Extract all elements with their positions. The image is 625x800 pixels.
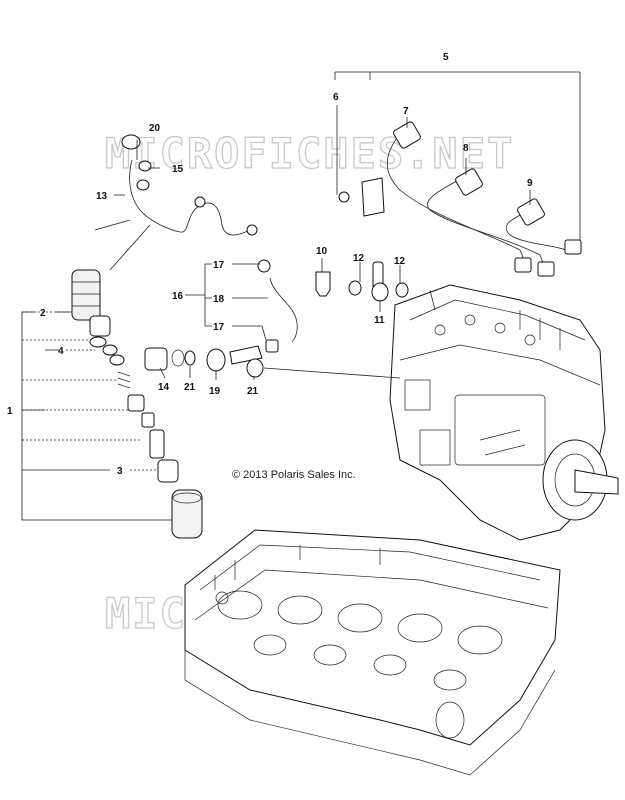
injection-pump bbox=[389, 284, 619, 541]
copyright-text: © 2013 Polaris Sales Inc. bbox=[232, 469, 356, 481]
callout-12b: 12 bbox=[394, 256, 406, 267]
callout-3: 3 bbox=[117, 466, 123, 477]
callout-labels: 5 6 7 8 9 20 15 13 10 12 12 11 17 16 18 … bbox=[7, 52, 533, 477]
callout-18: 18 bbox=[213, 294, 225, 305]
callout-14: 14 bbox=[158, 382, 170, 393]
callout-7: 7 bbox=[403, 106, 409, 117]
fittings bbox=[144, 259, 409, 378]
callout-11: 11 bbox=[374, 315, 385, 326]
callout-19: 19 bbox=[209, 386, 221, 397]
leader-lines bbox=[21, 71, 581, 521]
callout-8: 8 bbox=[463, 143, 469, 154]
callout-1: 1 bbox=[7, 406, 13, 417]
callout-17b: 17 bbox=[213, 322, 225, 333]
injector-stack bbox=[71, 269, 203, 539]
callout-10: 10 bbox=[316, 246, 328, 257]
callout-21b: 21 bbox=[247, 386, 259, 397]
callout-5: 5 bbox=[443, 52, 449, 63]
return-line bbox=[121, 134, 258, 236]
callout-6: 6 bbox=[333, 92, 339, 103]
callout-2: 2 bbox=[40, 308, 46, 319]
callout-13: 13 bbox=[96, 191, 108, 202]
callout-20: 20 bbox=[149, 123, 161, 134]
callout-17a: 17 bbox=[213, 260, 225, 271]
callout-16: 16 bbox=[172, 291, 184, 302]
callout-15: 15 bbox=[172, 164, 184, 175]
watermark-top: MICROFICHES.NET bbox=[105, 129, 514, 178]
callout-9: 9 bbox=[527, 178, 533, 189]
callout-21a: 21 bbox=[184, 382, 196, 393]
callout-12a: 12 bbox=[353, 253, 365, 264]
callout-4: 4 bbox=[58, 346, 64, 357]
injection-pipes bbox=[338, 121, 582, 277]
cylinder-head bbox=[184, 529, 561, 776]
